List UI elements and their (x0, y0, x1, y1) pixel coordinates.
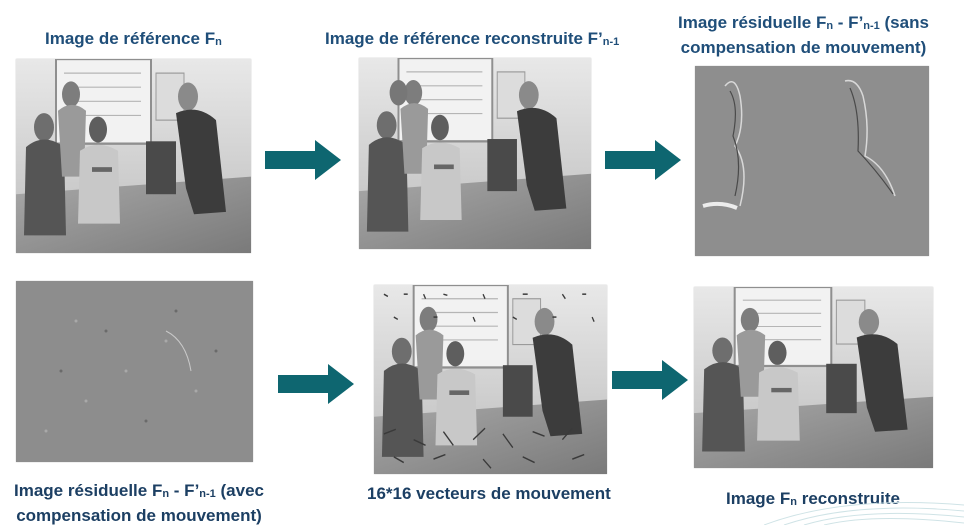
label-residual-mc-b: - F’ (169, 481, 200, 500)
label-residual-no-mc-line2: compensation de mouvement) (680, 38, 927, 57)
label-residual-no-mc-c: (sans (879, 13, 929, 32)
label-reference-frame-main: Image de référence F (45, 29, 216, 48)
label-motion-vectors: 16*16 vecteurs de mouvement (367, 484, 611, 503)
residual-mc-image (16, 281, 253, 462)
reconstructed-reference-image (359, 58, 591, 249)
label-reference-frame: Image de référence Fn (45, 28, 222, 53)
label-reconstructed-frame-sub: n (790, 496, 797, 508)
reconstructed-frame-image (694, 287, 933, 468)
label-residual-no-mc-a: Image résiduelle F (678, 13, 827, 32)
label-residual-mc-c: (avec (215, 481, 264, 500)
label-residual-mc: Image résiduelle Fn - F’n-1 (avec compen… (14, 480, 264, 526)
label-residual-no-mc-b: - F’ (833, 13, 864, 32)
label-residual-no-mc: Image résiduelle Fn - F’n-1 (sans compen… (678, 12, 929, 58)
right-arrow-icon (278, 364, 354, 404)
motion-vectors-image (374, 285, 607, 474)
label-residual-no-mc-sub2: n-1 (863, 20, 880, 32)
decorative-waves (764, 502, 964, 525)
right-arrow-icon (265, 140, 341, 180)
right-arrow-icon (612, 360, 688, 400)
label-residual-mc-line1: Image résiduelle Fn - F’n-1 (avec (14, 480, 264, 505)
label-residual-mc-sub2: n-1 (199, 488, 216, 500)
label-reference-frame-sub: n (215, 36, 222, 48)
label-reconstructed-frame-a: Image F (726, 489, 791, 508)
label-reconstructed-reference: Image de référence reconstruite F’n-1 (325, 28, 619, 53)
residual-no-mc-image (695, 66, 929, 256)
reference-frame-image (16, 59, 251, 253)
label-residual-mc-line2: compensation de mouvement) (16, 506, 262, 525)
label-residual-no-mc-sub1: n (826, 20, 834, 32)
label-residual-no-mc-line1: Image résiduelle Fn - F’n-1 (sans (678, 12, 929, 37)
right-arrow-icon (605, 140, 681, 180)
label-residual-mc-a: Image résiduelle F (14, 481, 163, 500)
label-reconstructed-reference-sub: n-1 (602, 36, 620, 48)
label-residual-mc-sub1: n (162, 488, 170, 500)
label-reconstructed-reference-main: Image de référence reconstruite F’ (325, 29, 603, 48)
